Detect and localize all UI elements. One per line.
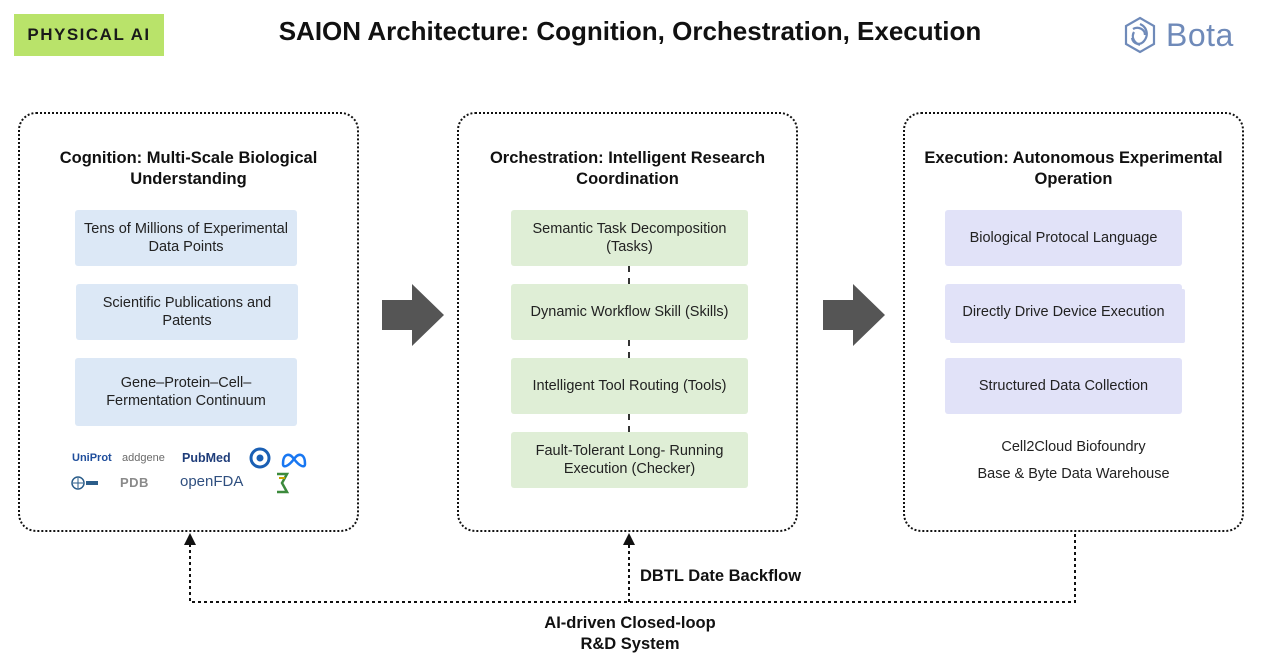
- execution-note-biofoundry: Cell2Cloud Biofoundry: [1001, 439, 1146, 455]
- right-arrow-icon: [382, 284, 444, 346]
- connector-line: [628, 340, 630, 358]
- right-arrow-icon: [823, 284, 885, 346]
- nhgri-icon: [249, 447, 271, 469]
- fermentation-icon: [277, 472, 290, 494]
- cognition-item-publications: Scientific Publications and Patents: [76, 284, 298, 340]
- brand-name: Bota: [1166, 16, 1234, 53]
- execution-panel: Execution: Autonomous Experimental Opera…: [903, 112, 1244, 532]
- cognition-panel: Cognition: Multi-Scale Biological Unders…: [18, 112, 359, 532]
- cognition-title: Cognition: Multi-Scale Biological Unders…: [59, 149, 318, 188]
- uniprot-logo: UniProt: [72, 452, 112, 464]
- addgene-logo: addgene: [122, 452, 165, 464]
- connector-line: [628, 266, 630, 284]
- cognition-item-continuum: Gene–Protein–Cell–Fermentation Continuum: [75, 358, 297, 426]
- cognition-item-data-points: Tens of Millions of Experimental Data Po…: [75, 210, 297, 266]
- ncbi-icon: [71, 476, 98, 490]
- execution-item-device: Directly Drive Device Execution: [945, 284, 1182, 340]
- execution-title: Execution: Autonomous Experimental Opera…: [924, 149, 1223, 188]
- dbtl-backflow-label: DBTL Date Backflow: [640, 567, 802, 585]
- brand-logo: Bota: [1120, 12, 1255, 58]
- tag-label: PHYSICAL AI: [27, 25, 151, 44]
- pdb-logo: PDB: [120, 475, 149, 490]
- execution-item-collection: Structured Data Collection: [945, 358, 1182, 414]
- page-title: SAION Architecture: Cognition, Orchestra…: [278, 16, 982, 46]
- orchestration-item-skills: Dynamic Workflow Skill (Skills): [511, 284, 748, 340]
- orchestration-panel: Orchestration: Intelligent Research Coor…: [457, 112, 798, 532]
- orchestration-item-tools: Intelligent Tool Routing (Tools): [511, 358, 748, 414]
- connector-line: [628, 414, 630, 432]
- bota-logo-icon: [1124, 16, 1156, 54]
- meta-icon: [281, 453, 307, 468]
- closed-loop-label-line1: AI-driven Closed-loop: [544, 614, 716, 632]
- orchestration-item-checker: Fault-Tolerant Long- Running Execution (…: [511, 432, 748, 488]
- physical-ai-tag: PHYSICAL AI: [14, 14, 164, 56]
- pubmed-logo: PubMed: [182, 451, 231, 465]
- closed-loop-label-line2: R&D System: [580, 635, 680, 653]
- openfda-logo: openFDA: [180, 473, 244, 490]
- orchestration-item-tasks: Semantic Task Decomposition (Tasks): [511, 210, 748, 266]
- execution-note-warehouse: Base & Byte Data Warehouse: [977, 466, 1170, 482]
- orchestration-title: Orchestration: Intelligent Research Coor…: [489, 149, 766, 188]
- execution-item-protocol: Biological Protocal Language: [945, 210, 1182, 266]
